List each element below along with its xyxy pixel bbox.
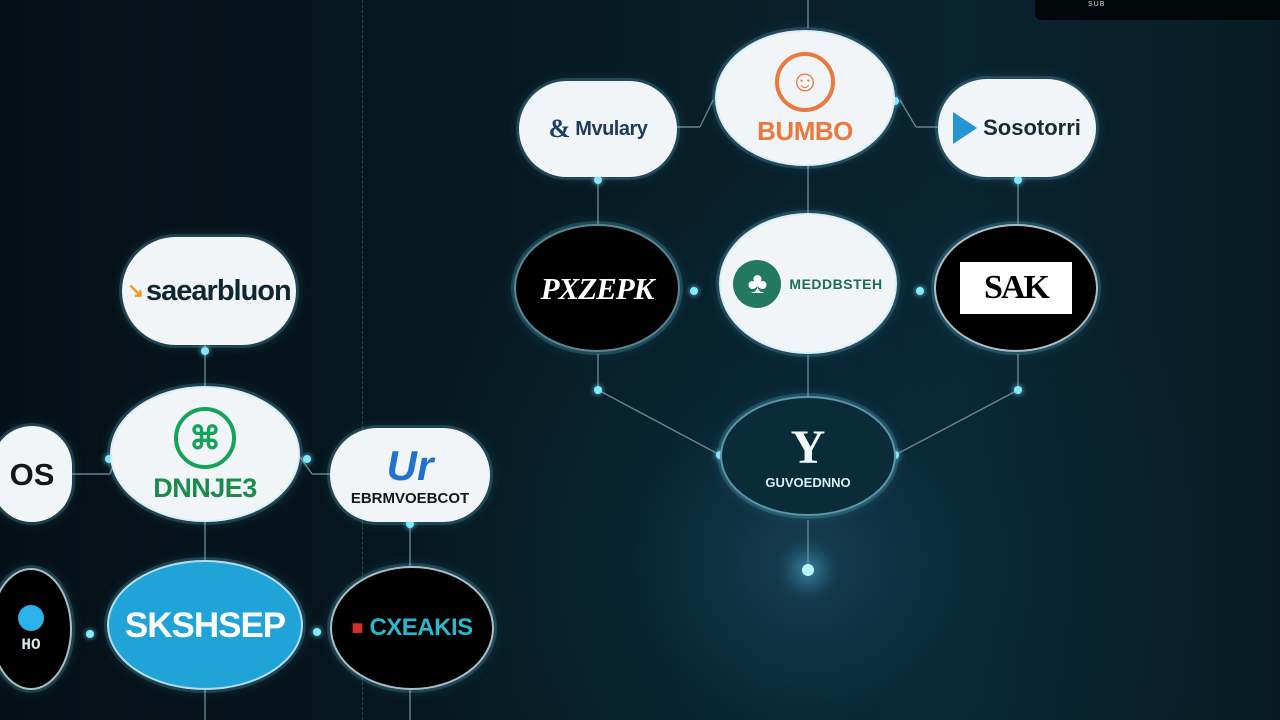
meadowland-logo-text: MEDDBSTEH bbox=[789, 275, 883, 292]
bumbo-logo-text: BUMBO bbox=[757, 116, 853, 146]
slideshare-node[interactable]: SKSHSEP bbox=[107, 560, 303, 690]
connector-dot bbox=[406, 520, 414, 528]
shak-node[interactable]: SAK bbox=[934, 224, 1098, 352]
eos-logo-text: OS bbox=[9, 456, 55, 492]
sosolan-logo: Sosotorri bbox=[953, 112, 1081, 144]
uflow-logo-mark: Ur bbox=[386, 441, 434, 489]
oceanics-mark: ■ bbox=[351, 617, 364, 639]
paprik-logo-text: PXZEPK bbox=[540, 270, 655, 306]
uflow-caption: EBRMVOEBCOT bbox=[350, 489, 470, 507]
connector-dot bbox=[201, 347, 209, 355]
shak-logo-mark: SAK bbox=[960, 262, 1072, 314]
globe-icon bbox=[18, 605, 44, 631]
connector-dot bbox=[105, 455, 113, 463]
meadowland-node[interactable]: ♣ MEDDBSTEH bbox=[719, 213, 897, 354]
connector-dot bbox=[303, 455, 311, 463]
oceanics-logo: ■ CXEAKIS bbox=[351, 614, 473, 641]
connector-dot bbox=[86, 630, 94, 638]
sugarbloom-logo: ↘ saearbluon bbox=[127, 274, 292, 307]
oceanics-logo-text: CXEAKIS bbox=[369, 614, 473, 641]
bumbo-node[interactable]: ☺ BUMBO bbox=[715, 30, 895, 166]
oceanics-node[interactable]: ■ CXEAKIS bbox=[330, 566, 494, 690]
section-divider bbox=[362, 0, 363, 720]
toolbar-label: SUB bbox=[1088, 1, 1106, 8]
meadowland-logo: ♣ MEDDBSTEH bbox=[733, 259, 883, 308]
sugarbloom-node[interactable]: ↘ saearbluon bbox=[122, 237, 296, 345]
unicorn-node[interactable]: ⌘ DNNJE3 bbox=[110, 386, 300, 522]
connector-dot bbox=[313, 628, 321, 636]
bumbo-mascot-icon: ☺ bbox=[775, 52, 835, 112]
unicorn-mark-icon: ⌘ bbox=[174, 406, 236, 469]
muvularity-logo: & Mvulary bbox=[549, 116, 648, 142]
slideshare-logo-text: SKSHSEP bbox=[124, 605, 286, 645]
play-icon bbox=[953, 112, 978, 144]
connector-dot bbox=[916, 287, 924, 295]
paprik-node[interactable]: PXZEPK bbox=[514, 224, 680, 352]
yard-node[interactable]: Y GUVOEDNNO bbox=[720, 396, 896, 516]
leaf-icon: ♣ bbox=[733, 259, 782, 308]
yard-caption: GUVOEDNNO bbox=[765, 474, 851, 490]
connector-dot bbox=[594, 176, 602, 184]
connector-dot bbox=[1014, 176, 1022, 184]
muvularity-logo-text: Mvulary bbox=[575, 118, 648, 140]
connector-dot bbox=[891, 97, 899, 105]
muvularity-node[interactable]: & Mvulary bbox=[519, 81, 677, 177]
sugarbloom-logo-text: saearbluon bbox=[146, 274, 292, 307]
unicorn-logo-text: DNNJE3 bbox=[153, 472, 257, 503]
yard-logo-mark: Y bbox=[790, 420, 826, 474]
eos-node[interactable]: OS bbox=[0, 426, 72, 522]
uflow-node[interactable]: Ur EBRMVOEBCOT bbox=[330, 428, 490, 522]
sosolan-node[interactable]: Sosotorri bbox=[938, 79, 1096, 177]
connector-dot bbox=[690, 287, 698, 295]
sosolan-logo-text: Sosotorri bbox=[983, 115, 1081, 140]
glow-point bbox=[802, 564, 814, 576]
sugarbloom-mark: ↘ bbox=[127, 280, 145, 302]
top-toolbar: SUB bbox=[1035, 0, 1280, 20]
connector-dot bbox=[1014, 386, 1022, 394]
connector-dot bbox=[594, 386, 602, 394]
muvularity-mark: & bbox=[548, 114, 571, 143]
left-edge-caption: HO bbox=[21, 636, 41, 654]
left-edge-node[interactable]: HO bbox=[0, 568, 72, 690]
